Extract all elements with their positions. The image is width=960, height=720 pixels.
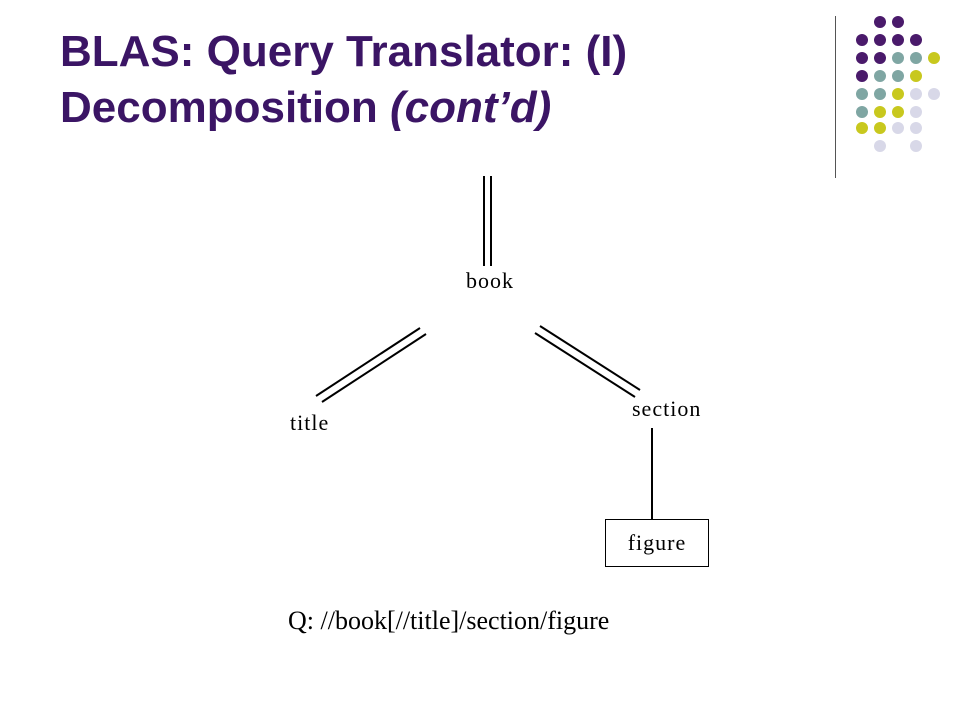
node-figure: figure <box>605 519 709 567</box>
dot <box>928 52 940 64</box>
dot <box>856 34 868 46</box>
edge-book-section-b <box>534 332 636 398</box>
dot <box>874 70 886 82</box>
node-title: title <box>290 410 330 435</box>
dot <box>874 52 886 64</box>
dot <box>910 34 922 46</box>
dot <box>892 88 904 100</box>
dot <box>856 122 868 134</box>
dot <box>910 140 922 152</box>
dot <box>856 70 868 82</box>
dot <box>910 88 922 100</box>
dot <box>856 52 868 64</box>
dot <box>892 122 904 134</box>
dot <box>892 106 904 118</box>
node-book: book <box>466 268 514 293</box>
dot <box>874 16 886 28</box>
slide-title: BLAS: Query Translator: (I) Decompositio… <box>60 24 800 136</box>
slide-title-italic: (cont’d) <box>390 83 552 132</box>
node-section: section <box>632 396 702 421</box>
dot <box>910 70 922 82</box>
dot <box>892 70 904 82</box>
dot <box>856 88 868 100</box>
decorative-dot-grid <box>856 16 940 152</box>
slide-title-main: BLAS: Query Translator: (I) Decompositio… <box>60 27 628 132</box>
dot <box>874 88 886 100</box>
dot <box>892 52 904 64</box>
dot <box>874 140 886 152</box>
query-expression: Q: //book[//title]/section/figure <box>288 606 610 635</box>
dot <box>892 16 904 28</box>
decorative-divider <box>835 16 836 178</box>
dot <box>892 34 904 46</box>
dot <box>910 106 922 118</box>
dot <box>874 106 886 118</box>
dot <box>928 88 940 100</box>
dot <box>856 106 868 118</box>
dot <box>910 122 922 134</box>
dot <box>910 52 922 64</box>
edge-book-section-a <box>539 325 641 391</box>
dot <box>874 122 886 134</box>
dot <box>874 34 886 46</box>
edge-book-title-a <box>315 327 421 397</box>
edge-book-title-b <box>321 333 427 403</box>
